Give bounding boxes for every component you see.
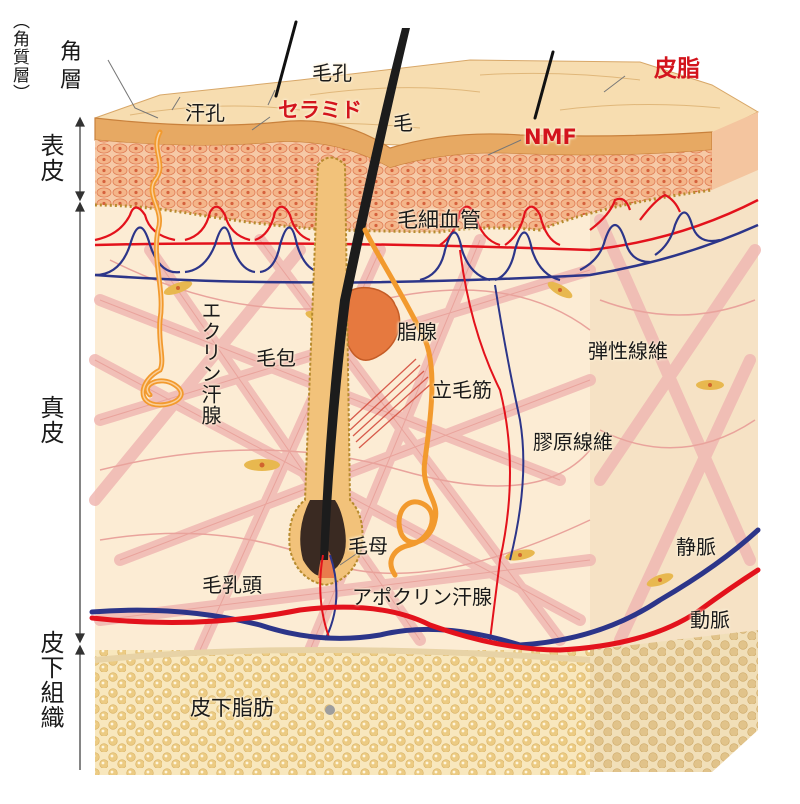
arrector-pili-label: 立毛筋 — [432, 378, 492, 402]
artery-vessel — [89, 567, 761, 653]
sebaceous-gland — [344, 286, 401, 361]
epidermis-cells — [95, 140, 712, 232]
capillary-loops — [94, 193, 759, 284]
apocrine-gland-label: アポクリン汗腺 — [352, 585, 492, 609]
epidermis-label: 表皮 — [36, 133, 64, 183]
ceramide-label: セラミド — [278, 98, 362, 122]
nmf-label: NMF — [524, 125, 577, 149]
layer-indicators — [75, 116, 85, 770]
stratum-corneum-label-1: 角 — [60, 40, 83, 65]
eccrine-gland-label: エクリン汗腺 — [198, 300, 222, 426]
follicle-label: 毛包 — [256, 346, 296, 370]
pore-label: 毛孔 — [312, 61, 352, 85]
collagen-fiber-label: 膠原線維 — [533, 430, 613, 454]
stratum-corneum-paren: （角質層） — [9, 12, 29, 102]
capillary-label: 毛細血管 — [397, 208, 481, 232]
vein-vessel — [89, 527, 761, 648]
subcutaneous-fat-label: 皮下脂肪 — [190, 696, 274, 720]
hair-label: 毛 — [393, 111, 413, 135]
dermal-papilla-label: 毛乳頭 — [202, 573, 262, 597]
sweat-pore-label: 汗孔 — [185, 101, 225, 125]
apocrine-gland — [362, 227, 439, 578]
hair-follicle — [288, 156, 364, 587]
artery-label: 動脈 — [690, 608, 730, 632]
subcutaneous-fat-layer — [95, 650, 590, 775]
dermis-label: 真皮 — [36, 395, 64, 445]
sebaceous-gland-label: 脂腺 — [397, 320, 437, 344]
subcutis-label: 皮下組織 — [36, 630, 64, 730]
vein-label: 静脈 — [676, 535, 716, 559]
hair-matrix-label: 毛母 — [348, 534, 388, 558]
elastic-fiber-label: 弾性線維 — [588, 339, 668, 363]
arrector-pili — [345, 358, 433, 449]
stratum-corneum-label-2: 層 — [60, 68, 83, 93]
sebum-label: 皮脂 — [654, 56, 700, 82]
